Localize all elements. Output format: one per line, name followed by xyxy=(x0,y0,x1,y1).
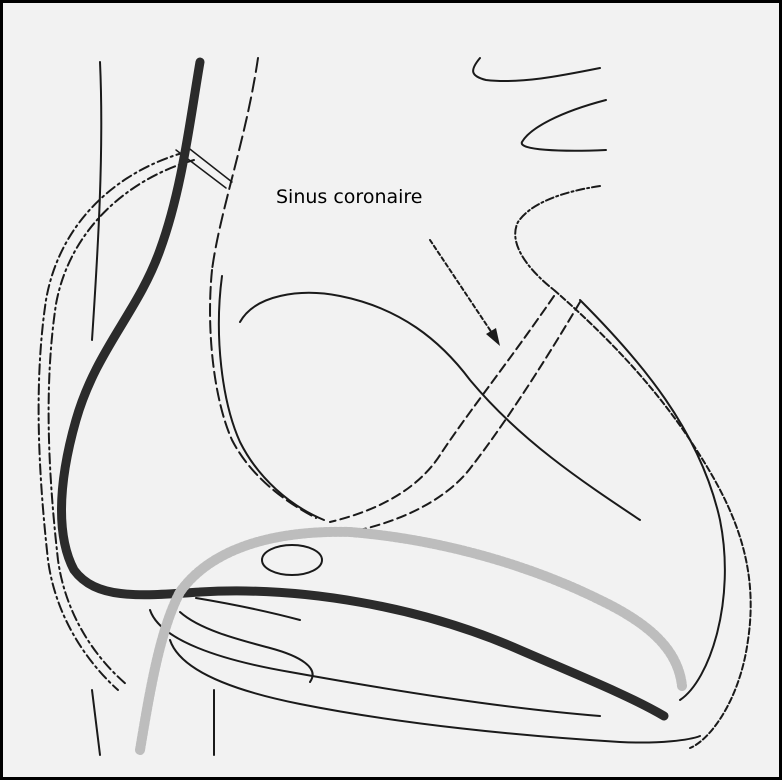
label-pointer-arrow xyxy=(430,240,500,346)
pacing-lead-ventricular xyxy=(140,532,682,750)
pacing-lead-atrial xyxy=(62,62,665,716)
left-chamber-outline xyxy=(240,293,640,520)
right-lobes xyxy=(473,58,606,290)
coronary-sinus-label: Sinus coronaire xyxy=(276,186,423,208)
right-atrium-outline xyxy=(39,146,232,690)
coronary-sinus-vessel xyxy=(330,296,580,530)
